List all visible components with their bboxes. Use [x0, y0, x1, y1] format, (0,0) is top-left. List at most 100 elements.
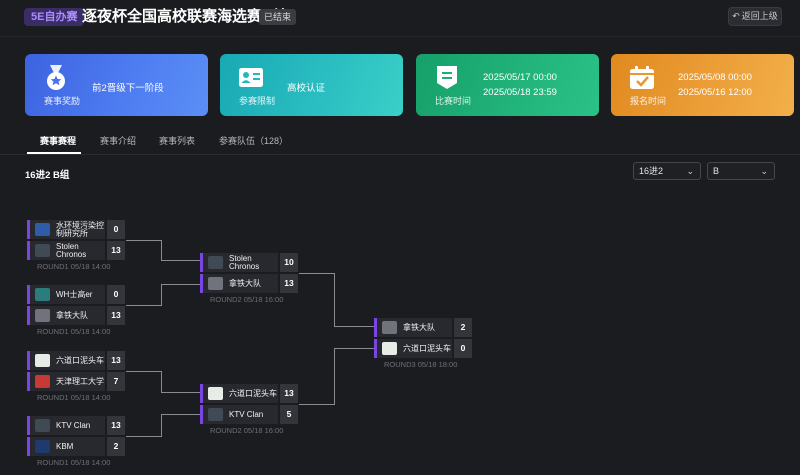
team-name: 天津理工大学: [56, 376, 104, 386]
card-signup-time-end: 2025/05/16 12:00: [678, 87, 752, 98]
event-type-tag: 5E自办赛: [24, 8, 85, 26]
team-row[interactable]: 拿铁大队 13: [27, 306, 125, 325]
team-row[interactable]: 拿铁大队 2: [374, 318, 472, 337]
team-score: 0: [454, 339, 472, 358]
team-row[interactable]: KTV Clan 13: [27, 416, 125, 435]
team-logo: [208, 387, 223, 400]
back-button-label: 返回上级: [741, 11, 778, 21]
group-select-value: B: [713, 166, 720, 176]
tab-intro[interactable]: 赛事介绍: [100, 136, 137, 146]
back-arrow-icon: ↶: [732, 11, 740, 21]
team-score: 2: [454, 318, 472, 337]
team-row[interactable]: 水环境污染控制研究所 0: [27, 220, 125, 239]
card-reward: 赛事奖励 前2晋级下一阶段: [25, 54, 208, 116]
team-row[interactable]: Stolen Chronos 13: [27, 241, 125, 260]
bracket-connector: [334, 348, 335, 405]
id-card-icon: [239, 68, 263, 87]
bracket-connector: [161, 284, 162, 306]
team-name: 拿铁大队: [403, 322, 435, 332]
card-signup-time-caption: 报名时间: [629, 96, 666, 106]
team-score: 0: [107, 220, 125, 239]
calendar-icon: [630, 66, 654, 89]
round-label: ROUND2 05/18 16:00: [210, 295, 284, 304]
team-score: 13: [107, 416, 125, 435]
card-match-time-end: 2025/05/18 23:59: [483, 87, 557, 98]
chevron-down-icon: ⌄: [760, 166, 768, 176]
card-match-time-start: 2025/05/17 00:00: [483, 72, 557, 83]
page-header: 5E自办赛 逐夜杯全国高校联赛海选赛A轮 已结束 ↶返回上级: [0, 0, 800, 36]
bracket-connector: [161, 414, 162, 437]
tab-teams[interactable]: 参赛队伍（128）: [219, 136, 289, 146]
team-logo: [208, 256, 223, 269]
back-button[interactable]: ↶返回上级: [728, 7, 782, 26]
bracket-connector: [161, 371, 162, 393]
team-logo: [208, 277, 223, 290]
round-label: ROUND1 05/18 14:00: [37, 327, 111, 336]
card-restriction-value: 高校认证: [287, 83, 326, 94]
team-name: Stolen Chronos: [229, 253, 260, 271]
team-score: 13: [107, 306, 125, 325]
page-title: 逐夜杯全国高校联赛海选赛A轮: [82, 8, 288, 25]
round-label: ROUND1 05/18 14:00: [37, 262, 111, 271]
team-name: 六道口泥头车: [56, 355, 104, 365]
bracket-connector: [161, 240, 162, 261]
header-divider: [0, 36, 800, 37]
team-row[interactable]: WH士高er 0: [27, 285, 125, 304]
team-score: 7: [107, 372, 125, 391]
team-logo: [35, 354, 50, 367]
card-restriction: 参赛限制 高校认证: [220, 54, 403, 116]
team-logo: [382, 321, 397, 334]
team-name: 六道口泥头车: [229, 388, 277, 398]
team-row[interactable]: Stolen Chronos 10: [200, 253, 298, 272]
team-score: 2: [107, 437, 125, 456]
bracket-connector: [161, 284, 200, 285]
bracket-connector: [334, 348, 374, 349]
bracket-connector: [299, 404, 335, 405]
team-score: 0: [107, 285, 125, 304]
tab-list[interactable]: 赛事列表: [159, 136, 196, 146]
medal-icon: [47, 65, 65, 90]
team-score: 13: [280, 384, 298, 403]
team-name: 水环境污染控制研究所: [56, 220, 104, 238]
card-restriction-caption: 参赛限制: [238, 96, 275, 106]
team-score: 10: [280, 253, 298, 272]
team-row[interactable]: KTV Clan 5: [200, 405, 298, 424]
card-reward-caption: 赛事奖励: [43, 96, 80, 106]
status-badge: 已结束: [259, 9, 297, 25]
bracket-connector: [126, 305, 162, 306]
stage-select[interactable]: 16进2 ⌄: [633, 162, 701, 180]
round-label: ROUND1 05/18 14:00: [37, 458, 111, 467]
team-name: 六道口泥头车: [403, 343, 451, 353]
team-name: 拿铁大队: [229, 278, 261, 288]
bracket-connector: [161, 260, 200, 261]
team-row[interactable]: KBM 2: [27, 437, 125, 456]
team-logo: [35, 440, 50, 453]
bracket-connector: [126, 371, 162, 372]
team-score: 13: [107, 351, 125, 370]
team-row[interactable]: 天津理工大学 7: [27, 372, 125, 391]
tabs-divider: [0, 154, 800, 155]
team-name: KTV Clan: [229, 409, 264, 419]
group-select[interactable]: B ⌄: [707, 162, 775, 180]
team-score: 13: [280, 274, 298, 293]
team-logo: [35, 419, 50, 432]
team-row[interactable]: 拿铁大队 13: [200, 274, 298, 293]
card-match-time-caption: 比赛时间: [434, 96, 471, 106]
flag-icon: [437, 66, 457, 89]
bracket-connector: [126, 436, 162, 437]
group-title: 16进2 B组: [25, 170, 70, 181]
team-name: Stolen Chronos: [56, 241, 87, 259]
team-logo: [35, 309, 50, 322]
team-logo: [382, 342, 397, 355]
round-label: ROUND3 05/18 18:00: [384, 360, 458, 369]
team-logo: [208, 408, 223, 421]
card-reward-value: 前2晋级下一阶段: [92, 83, 164, 94]
team-name: KBM: [56, 441, 74, 451]
team-row[interactable]: 六道口泥头车 13: [200, 384, 298, 403]
bracket-connector: [334, 326, 374, 327]
bracket-connector: [299, 273, 335, 274]
team-row[interactable]: 六道口泥头车 13: [27, 351, 125, 370]
card-signup-time-start: 2025/05/08 00:00: [678, 72, 752, 83]
team-row[interactable]: 六道口泥头车 0: [374, 339, 472, 358]
tab-schedule[interactable]: 赛事赛程: [40, 136, 77, 146]
